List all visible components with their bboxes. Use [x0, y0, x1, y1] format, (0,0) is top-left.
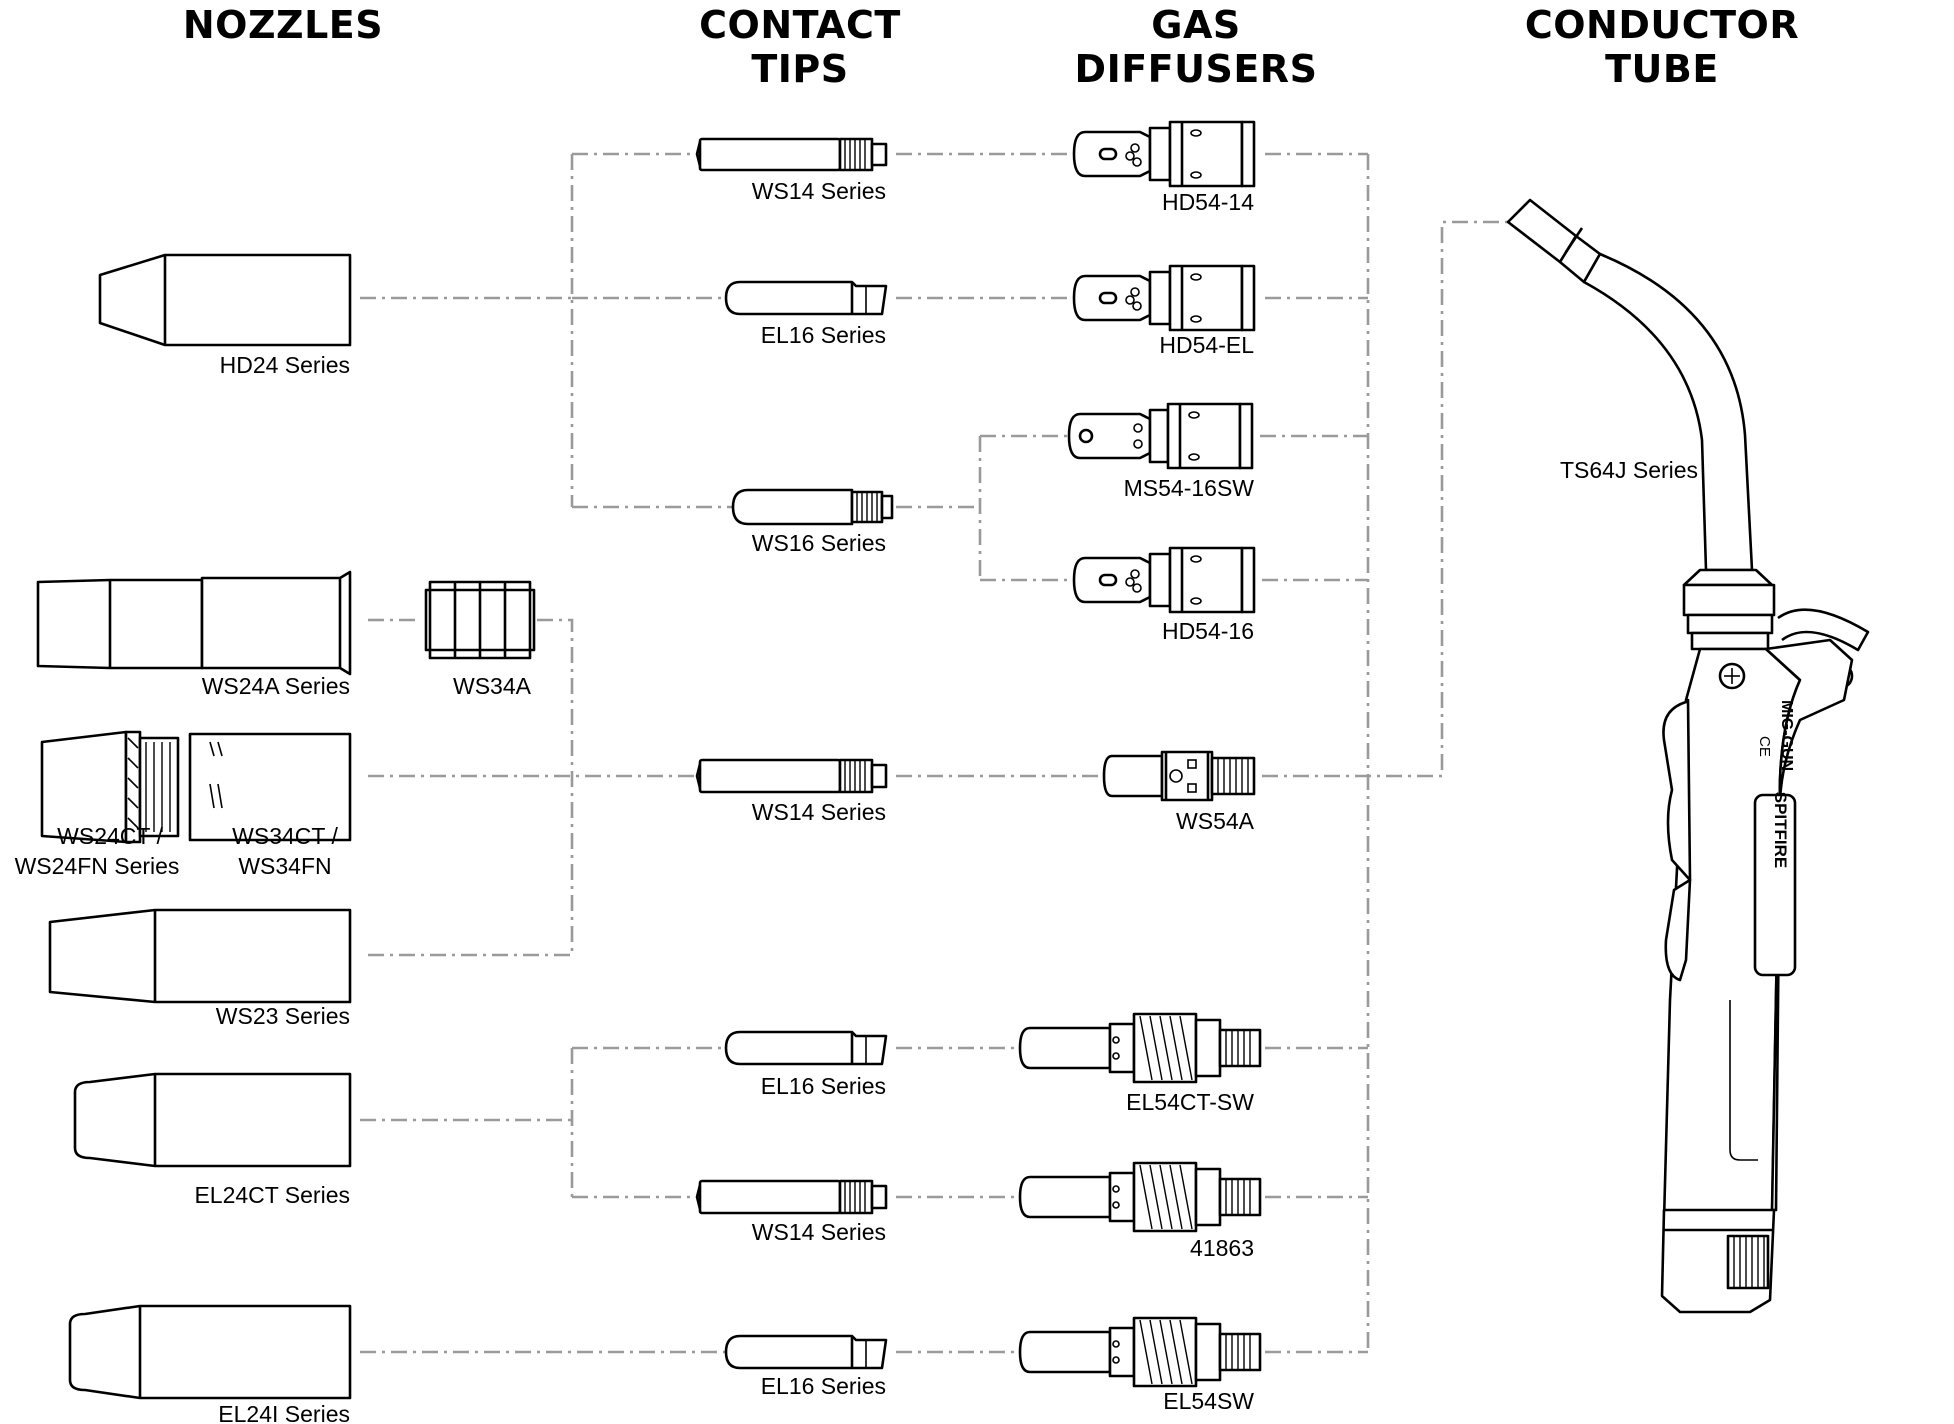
header-gas-diffusers-line2: DIFFUSERS	[1075, 47, 1318, 91]
header-gas-diffusers-line1: GAS	[1151, 3, 1240, 47]
nozzle-el24ct: EL24CT Series	[73, 1072, 352, 1208]
diffuser-hd54-16: HD54-16	[1072, 546, 1256, 644]
label-hd24: HD24 Series	[220, 352, 350, 378]
label-tip-ws14-a: WS14 Series	[752, 178, 886, 204]
header-gas-diffusers: GAS DIFFUSERS	[1075, 3, 1318, 91]
label-ws54a: WS54A	[1176, 808, 1255, 834]
tip-ws14-b: WS14 Series	[695, 758, 888, 825]
label-hd54-14: HD54-14	[1162, 189, 1254, 215]
label-tip-el16-b: EL16 Series	[761, 1073, 886, 1099]
header-contact-tips-line2: TIPS	[751, 47, 848, 91]
label-hd54-el: HD54-EL	[1159, 332, 1254, 358]
gun-model-label: MIG-GUN	[1778, 700, 1795, 771]
gun-brand-label: SPITFIRE	[1771, 792, 1790, 869]
gun-ce-mark: CE	[1756, 736, 1773, 757]
nozzle-hd24: HD24 Series	[98, 253, 352, 378]
label-ws34a: WS34A	[453, 673, 532, 699]
header-nozzles-line1: NOZZLES	[183, 3, 383, 47]
label-ws24ct-line2: WS24FN Series	[15, 853, 180, 879]
label-tip-ws14-b: WS14 Series	[752, 799, 886, 825]
label-ms54-16sw: MS54-16SW	[1124, 475, 1255, 501]
label-41863: 41863	[1190, 1235, 1254, 1261]
label-hd54-16: HD54-16	[1162, 618, 1254, 644]
header-contact-tips-line1: CONTACT	[699, 3, 901, 47]
label-ws34ct-line2: WS34FN	[238, 853, 331, 879]
diffuser-41863: 41863	[1018, 1161, 1262, 1261]
label-tip-ws14-c: WS14 Series	[752, 1219, 886, 1245]
tip-ws16: WS16 Series	[731, 488, 894, 556]
tip-ws14-a: WS14 Series	[695, 137, 888, 204]
diffuser-hd54-14: HD54-14	[1072, 120, 1256, 215]
diffuser-ws54a: WS54A	[1102, 750, 1256, 834]
label-tip-el16-c: EL16 Series	[761, 1373, 886, 1399]
conductor-tube-ts64j: TS64J Series SPITFIRE MIG-GUN CE	[1506, 198, 1870, 1314]
label-ws34ct-line1: WS34CT /	[232, 823, 338, 849]
nozzle-ws23: WS23 Series	[48, 908, 352, 1029]
tip-el16-a: EL16 Series	[724, 280, 888, 348]
diffuser-el54ct-sw: EL54CT-SW	[1018, 1012, 1262, 1115]
label-ws23: WS23 Series	[216, 1003, 350, 1029]
label-el54ct-sw: EL54CT-SW	[1126, 1089, 1254, 1115]
nozzle-ws24ct: WS24CT / WS24FN Series	[15, 730, 180, 879]
tip-el16-b: EL16 Series	[724, 1030, 888, 1099]
connector-lines	[360, 152, 1508, 1354]
nozzle-ws34ct: WS34CT / WS34FN	[188, 732, 352, 879]
label-el54sw: EL54SW	[1163, 1388, 1254, 1414]
header-conductor-tube-line1: CONDUCTOR	[1525, 3, 1799, 47]
header-conductor-tube: CONDUCTOR TUBE	[1525, 3, 1799, 91]
label-ws24ct-line1: WS24CT /	[57, 823, 163, 849]
label-tip-ws16: WS16 Series	[752, 530, 886, 556]
header-contact-tips: CONTACT TIPS	[699, 3, 901, 91]
tip-ws14-c: WS14 Series	[695, 1179, 888, 1245]
diffuser-hd54-el: HD54-EL	[1072, 264, 1256, 358]
tip-el16-c: EL16 Series	[724, 1334, 888, 1399]
label-ws24a: WS24A Series	[202, 673, 350, 699]
nozzle-ws34a: WS34A	[424, 580, 536, 699]
header-conductor-tube-line2: TUBE	[1605, 47, 1719, 91]
nozzle-ws24a: WS24A Series	[36, 570, 352, 699]
nozzle-el24i: EL24I Series	[68, 1304, 352, 1424]
header-nozzles: NOZZLES	[183, 3, 383, 47]
label-ts64j: TS64J Series	[1560, 457, 1698, 483]
label-el24ct: EL24CT Series	[194, 1182, 350, 1208]
label-el24i: EL24I Series	[218, 1401, 350, 1424]
label-tip-el16-a: EL16 Series	[761, 322, 886, 348]
diffuser-ms54-16sw: MS54-16SW	[1067, 402, 1255, 501]
diffuser-el54sw: EL54SW	[1018, 1316, 1262, 1414]
